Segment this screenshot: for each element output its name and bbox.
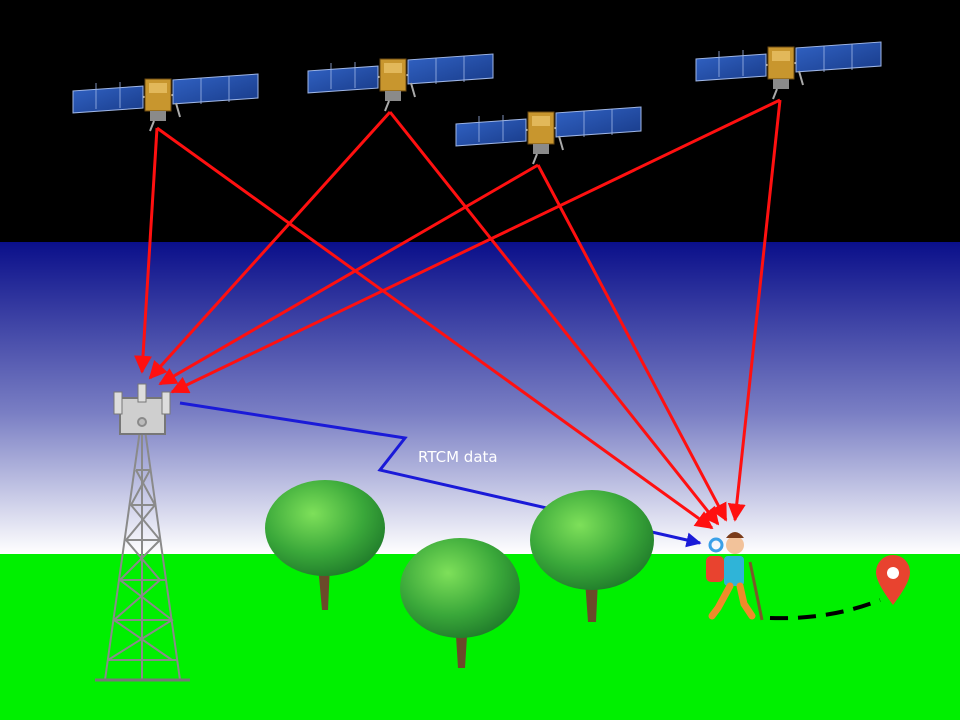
tree-icon xyxy=(400,538,520,668)
space-background xyxy=(0,0,960,242)
cell-tower-icon xyxy=(95,383,190,682)
rtcm-link-label: RTCM data xyxy=(418,448,498,466)
satellite-signals-to-rover xyxy=(156,99,782,530)
walking-path xyxy=(769,598,881,621)
rtcm-correction-link xyxy=(179,401,702,548)
signal-arrow xyxy=(148,110,392,380)
satellite-signals-to-base xyxy=(134,98,781,394)
tree-icon xyxy=(265,480,385,610)
map-pin-icon xyxy=(876,555,910,605)
tree-icon xyxy=(530,490,654,622)
signal-arrow xyxy=(134,127,159,374)
signal-arrow xyxy=(156,126,714,530)
hiker-icon xyxy=(706,532,764,621)
signal-arrow xyxy=(170,98,781,394)
signal-arrow xyxy=(536,164,728,522)
signal-arrow xyxy=(388,111,720,526)
signal-arrow xyxy=(158,163,539,386)
signal-arrow xyxy=(727,99,782,522)
